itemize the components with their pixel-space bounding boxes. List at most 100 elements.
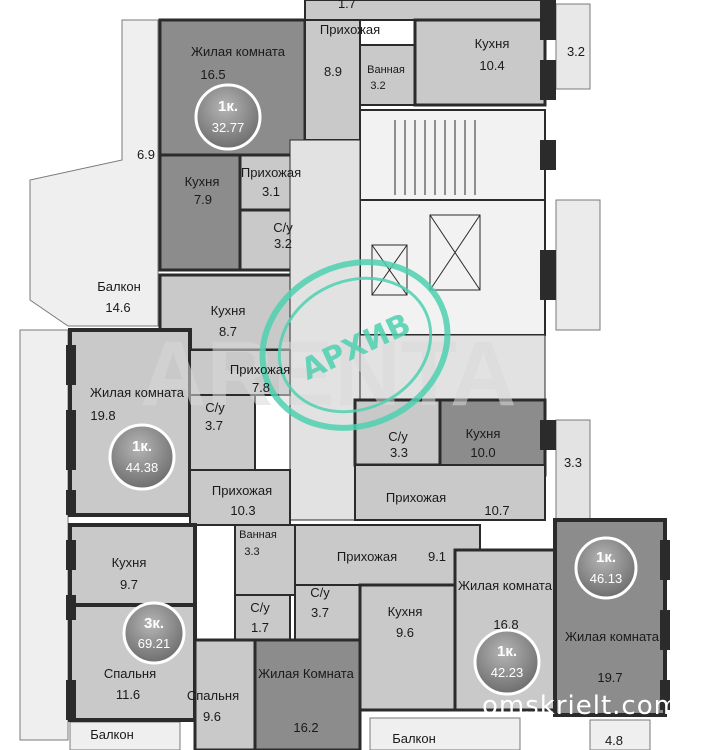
badge-44-38: 1к. 44.38 — [108, 423, 176, 491]
r24-name: С/у — [310, 585, 330, 600]
r21-area: 9.1 — [428, 549, 446, 564]
r24-area: 3.7 — [311, 605, 329, 620]
room-living-16-2 — [253, 638, 362, 750]
balcony-bottom-right — [589, 719, 651, 750]
r15-name: С/у — [388, 429, 408, 444]
r2-area: 8.9 — [324, 64, 342, 79]
r11-name: Кухня — [211, 303, 246, 318]
r8-area: 3.1 — [262, 184, 280, 199]
r30-name: Жилая Комната — [258, 666, 354, 681]
svg-text:1к.: 1к. — [218, 98, 238, 115]
apartment-badges: 1к. 32.77 1к. 44.38 3к. 69.21 1к. 42.23 … — [108, 83, 638, 696]
room-bedroom-9-6 — [193, 638, 257, 750]
r31-name: Балкон — [90, 727, 134, 742]
svg-text:44.38: 44.38 — [126, 460, 159, 475]
r16-area: 10.0 — [470, 445, 495, 460]
r32-name: Балкон — [392, 731, 436, 746]
r10-name: Балкон — [97, 279, 141, 294]
core-stairs — [359, 109, 546, 201]
room-wc-3-7-left — [189, 394, 256, 471]
site-watermark: omskrielt.com — [482, 691, 680, 721]
r20-area: 3.3 — [244, 546, 259, 558]
r8-name: Прихожая — [241, 165, 301, 180]
r25-name: Кухня — [388, 604, 423, 619]
room-hall-10-7 — [354, 464, 546, 521]
balcony-right-mid — [555, 199, 601, 331]
r28-name: Спальня — [104, 666, 156, 681]
r13-area: 19.8 — [90, 408, 115, 423]
r3-area: 3.2 — [370, 80, 385, 92]
rooms-layer — [68, 0, 667, 750]
r22-area: 9.7 — [120, 577, 138, 592]
r10-area: 14.6 — [105, 300, 130, 315]
r13-name: Жилая комната — [90, 385, 185, 400]
r12-name: Прихожая — [230, 362, 290, 377]
core-lobby — [359, 334, 546, 401]
svg-text:1к.: 1к. — [596, 549, 616, 566]
balcony-bottom-mid — [369, 717, 521, 750]
windows — [66, 0, 670, 720]
room-kitchen-7-9 — [158, 153, 242, 272]
r2-name: Прихожая — [320, 22, 380, 37]
r21-name: Прихожая — [337, 549, 397, 564]
room-bath-3-2 — [359, 44, 416, 106]
r9-area: 3.2 — [274, 236, 292, 251]
r22-name: Кухня — [112, 555, 147, 570]
balcony-right-top — [555, 3, 591, 90]
r1-name: Жилая комната — [191, 44, 286, 59]
r17-area: 3.3 — [564, 455, 582, 470]
badge-69-21: 3к. 69.21 — [122, 601, 186, 665]
balconies-layer — [19, 3, 651, 750]
svg-text:1к.: 1к. — [497, 643, 517, 660]
room-kitchen-10-4 — [413, 18, 547, 107]
room-hall-9-1 — [294, 524, 481, 586]
r1-area: 16.5 — [200, 67, 225, 82]
badge-42-23: 1к. 42.23 — [473, 628, 541, 696]
r14-area: 3.7 — [205, 418, 223, 433]
r19-area: 10.7 — [484, 503, 509, 518]
r7-name: Кухня — [185, 174, 220, 189]
room-wc-1-7 — [234, 594, 291, 641]
r5-area: 3.2 — [567, 44, 585, 59]
r29-area: 9.6 — [203, 709, 221, 724]
r11-area: 8.7 — [219, 324, 237, 339]
r7-area: 7.9 — [194, 192, 212, 207]
svg-text:42.23: 42.23 — [491, 665, 524, 680]
room-hall-10-3 — [189, 469, 291, 526]
r29-name: Спальня — [187, 688, 239, 703]
r14-name: С/у — [205, 400, 225, 415]
r4-area: 10.4 — [479, 58, 504, 73]
balcony-right-lower — [555, 419, 591, 521]
r23-area: 1.7 — [251, 620, 269, 635]
room-kitchen-9-7 — [68, 523, 197, 607]
svg-text:32.77: 32.77 — [212, 120, 245, 135]
r33-area: 4.8 — [605, 733, 623, 748]
r9-name: С/у — [273, 220, 293, 235]
r3-name: Ванная — [367, 64, 405, 76]
r12-area: 7.8 — [252, 380, 270, 395]
r28-area: 11.6 — [116, 687, 140, 702]
r6-area: 6.9 — [137, 147, 155, 162]
svg-text:1к.: 1к. — [132, 438, 152, 455]
svg-text:69.21: 69.21 — [138, 636, 171, 651]
svg-text:46.13: 46.13 — [590, 571, 623, 586]
svg-text:3к.: 3к. — [144, 615, 164, 632]
r23-name: С/у — [250, 600, 270, 615]
watermark-text: ARENTA — [140, 323, 517, 425]
r30-area: 16.2 — [293, 720, 318, 735]
r27-name: Жилая комната — [565, 629, 660, 644]
r15-area: 3.3 — [390, 445, 408, 460]
r4-name: Кухня — [475, 36, 510, 51]
r18-name: Прихожая — [212, 483, 272, 498]
r26-name-1: Жилая комната — [458, 578, 553, 593]
r18-area: 10.3 — [230, 503, 255, 518]
badge-46-13: 1к. 46.13 — [574, 536, 638, 600]
r27-area: 19.7 — [597, 670, 622, 685]
r16-name: Кухня — [466, 426, 501, 441]
corridor — [289, 139, 361, 521]
room-labels: 1.7 Жилая комната 16.5 Прихожая 8.9 Ванн… — [90, 0, 660, 748]
room-hall-8-9 — [304, 0, 361, 141]
r26-area: 16.8 — [493, 617, 518, 632]
r20-name: Ванная — [239, 529, 277, 541]
